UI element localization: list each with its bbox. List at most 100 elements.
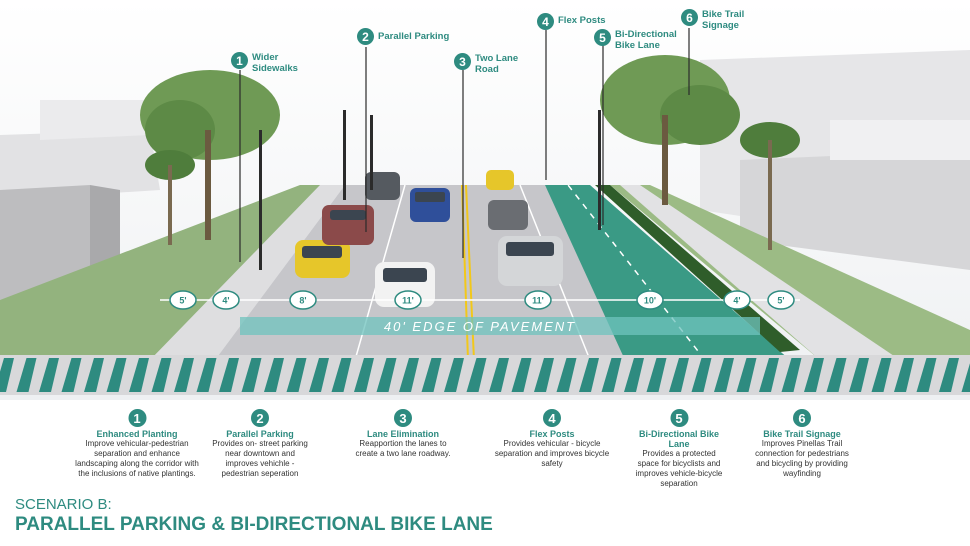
crosswalk-stripe — [624, 358, 644, 392]
legend-bike-lane: 5 Bi-Directional Bike Lane Provides a pr… — [632, 409, 727, 489]
dimension-label: 11' — [532, 296, 544, 306]
planting-strip — [595, 185, 800, 352]
legend-title: Enhanced Planting — [96, 429, 178, 439]
crosswalk-stripes — [0, 358, 970, 392]
crosswalk-stripe — [421, 358, 442, 392]
legend-title: Lane Elimination — [366, 429, 439, 439]
legend-parallel-parking: 2 Parallel Parking Provides on- street p… — [210, 409, 310, 479]
crosswalk-stripe — [916, 358, 937, 392]
crosswalk-stripe — [444, 358, 464, 392]
legend-number: 1 — [128, 409, 146, 427]
crosswalk-stripe — [0, 358, 14, 392]
callout-bike-trail-signage: 6 Bike Trail Signage — [681, 9, 757, 31]
callout-flex-posts: 4 Flex Posts — [537, 13, 628, 30]
crosswalk-stripe — [826, 358, 847, 392]
legend-title: Bike Trail Signage — [763, 429, 841, 439]
crosswalk-stripe — [196, 358, 217, 392]
trees — [140, 55, 800, 250]
dimension-label: 5' — [179, 296, 186, 306]
legend-title: Bi-Directional Bike Lane — [638, 429, 720, 449]
grass-left — [0, 185, 330, 360]
scenario-label: SCENARIO B: — [15, 496, 112, 513]
bike-lane — [545, 185, 790, 360]
legend-description: Provides a protected space for bicyclist… — [635, 449, 723, 488]
crosswalk-stripe — [354, 358, 374, 392]
legend-number: 5 — [670, 409, 688, 427]
cars — [295, 170, 563, 307]
callout-number: 5 — [594, 29, 611, 46]
buildings-right — [700, 50, 970, 270]
crosswalk-stripe — [151, 358, 172, 392]
legend-description: Improve vehicular-pedestrian separation … — [75, 439, 199, 478]
callout-two-lane-road: 3 Two Lane Road — [454, 53, 525, 75]
crosswalk-stripe — [781, 358, 802, 392]
crosswalk-stripe — [759, 358, 779, 392]
crosswalk-stripe — [39, 358, 59, 392]
callout-label: Bi-Directional Bike Lane — [615, 29, 677, 51]
crosswalk-stripe — [849, 358, 869, 392]
legend-title: Parallel Parking — [226, 429, 294, 439]
dimension-label: 10' — [644, 296, 656, 306]
crosswalk-stripe — [961, 363, 970, 392]
lamp-posts — [259, 110, 601, 270]
crosswalk-stripe — [534, 358, 554, 392]
crosswalk-stripe — [129, 358, 149, 392]
dimension-line: 5'4'8'11'11'10'4'5' — [160, 290, 800, 310]
crosswalk-stripe — [871, 358, 892, 392]
dimension-marker — [767, 290, 795, 310]
crosswalk-stripe — [646, 358, 667, 392]
legend-enhanced-planting: 1 Enhanced Planting Improve vehicular-pe… — [75, 409, 200, 479]
dimension-marker — [394, 290, 422, 310]
dimension-marker — [169, 290, 197, 310]
crosswalk-stripe — [61, 358, 82, 392]
buildings-left — [0, 100, 160, 300]
legend-lane-elimination: 3 Lane Elimination Reapportion the lanes… — [348, 409, 458, 459]
crosswalk-stripe — [106, 358, 127, 392]
dimension-marker — [723, 290, 751, 310]
legend-description: Provides vehicular - bicycle separation … — [494, 439, 610, 468]
callout-number: 3 — [454, 53, 471, 70]
sidewalk-right — [620, 185, 900, 360]
crosswalk-stripe — [556, 358, 577, 392]
callout-number: 4 — [537, 13, 554, 30]
street-rendering: 5'4'8'11'11'10'4'5' 40' EDGE OF PAVEMENT — [0, 0, 970, 400]
dimension-label: 4' — [733, 296, 740, 306]
legend-title: Flex Posts — [529, 429, 575, 439]
callout-number: 6 — [681, 9, 698, 26]
dimension-label: 5' — [777, 296, 784, 306]
crosswalk-stripe — [691, 358, 712, 392]
legend-number: 2 — [251, 409, 269, 427]
crosswalk-stripe — [669, 358, 689, 392]
legend-description: Reapportion the lanes to create a two la… — [355, 439, 451, 458]
legend-number: 6 — [793, 409, 811, 427]
dimension-label: 11' — [402, 296, 414, 306]
legend-description: Provides on- street parking near downtow… — [212, 439, 308, 478]
callout-label: Parallel Parking — [378, 31, 450, 42]
crosswalk-stripe — [219, 358, 239, 392]
crosswalk-stripe — [241, 358, 262, 392]
legend-number: 3 — [394, 409, 412, 427]
crosswalk-stripe — [939, 358, 959, 392]
callout-parallel-parking: 2 Parallel Parking — [357, 28, 468, 45]
dimension-label: 4' — [222, 296, 229, 306]
callout-label: Flex Posts — [558, 15, 606, 26]
legend-description: Improves Pinellas Trail connection for p… — [755, 439, 849, 478]
callout-leaders — [239, 28, 690, 262]
pavement-label: 40' EDGE OF PAVEMENT — [384, 319, 576, 334]
crosswalk-stripe — [736, 358, 757, 392]
callout-label: Two Lane Road — [475, 53, 519, 75]
callout-bike-lane: 5 Bi-Directional Bike Lane — [594, 29, 685, 51]
crosswalk-stripe — [376, 358, 397, 392]
legend-number: 4 — [543, 409, 561, 427]
crosswalk-stripe — [174, 358, 194, 392]
sidewalk-left — [150, 185, 345, 360]
callout-label: Wider Sidewalks — [252, 52, 298, 74]
crosswalk-stripe — [331, 358, 352, 392]
callout-number: 2 — [357, 28, 374, 45]
dimension-marker — [524, 290, 552, 310]
legend-flex-posts: 4 Flex Posts Provides vehicular - bicycl… — [492, 409, 612, 469]
crosswalk-stripe — [286, 358, 307, 392]
crosswalk-stripe — [579, 358, 599, 392]
crosswalk-stripe — [894, 358, 914, 392]
crosswalk-stripe — [309, 358, 329, 392]
